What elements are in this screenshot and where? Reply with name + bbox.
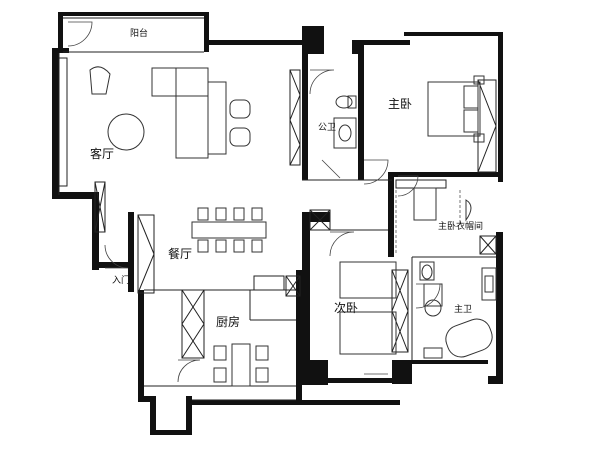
public-bath-door bbox=[309, 69, 335, 95]
public-bath-vanity bbox=[333, 117, 357, 149]
dining-table bbox=[191, 221, 267, 239]
doors bbox=[67, 21, 441, 383]
label-entrance: 入门 bbox=[112, 274, 130, 286]
built-in-cabinets bbox=[58, 57, 497, 359]
closet-door bbox=[397, 175, 419, 197]
second-bed-door bbox=[329, 231, 355, 257]
closet-island bbox=[413, 187, 437, 221]
coffee-table bbox=[107, 113, 145, 151]
interior-lines bbox=[58, 17, 496, 401]
armchair bbox=[89, 66, 111, 95]
second-bed-1 bbox=[339, 261, 397, 299]
room-labels: 阳台 客厅 餐厅 厨房 入门 公卫 主卧 主卧衣帽间 次卧 主卫 bbox=[90, 27, 483, 329]
master-bath-toilet bbox=[419, 261, 435, 281]
label-master-bath: 主卫 bbox=[454, 303, 472, 315]
label-dining-room: 餐厅 bbox=[168, 246, 192, 261]
balcony-door bbox=[67, 21, 93, 47]
furniture bbox=[89, 66, 497, 387]
master-bath-door bbox=[415, 283, 441, 309]
label-kitchen: 厨房 bbox=[216, 314, 240, 329]
bathtub bbox=[445, 318, 493, 358]
label-master-closet: 主卧衣帽间 bbox=[438, 220, 483, 232]
label-living-room: 客厅 bbox=[90, 146, 114, 161]
entrance-door bbox=[104, 244, 129, 269]
master-door bbox=[363, 159, 389, 185]
public-bath-toilet bbox=[335, 95, 353, 109]
kitchen-island bbox=[231, 343, 251, 387]
kitchen-door bbox=[177, 359, 201, 383]
dashed-lines bbox=[395, 190, 461, 255]
label-master-bedroom: 主卧 bbox=[388, 97, 412, 111]
sofa bbox=[151, 67, 209, 97]
label-second-bedroom: 次卧 bbox=[334, 301, 358, 315]
master-bath-vanity bbox=[481, 267, 497, 301]
label-balcony: 阳台 bbox=[130, 27, 148, 39]
label-public-bath: 公卫 bbox=[318, 122, 336, 133]
walls bbox=[52, 12, 503, 435]
master-bed bbox=[427, 81, 481, 137]
